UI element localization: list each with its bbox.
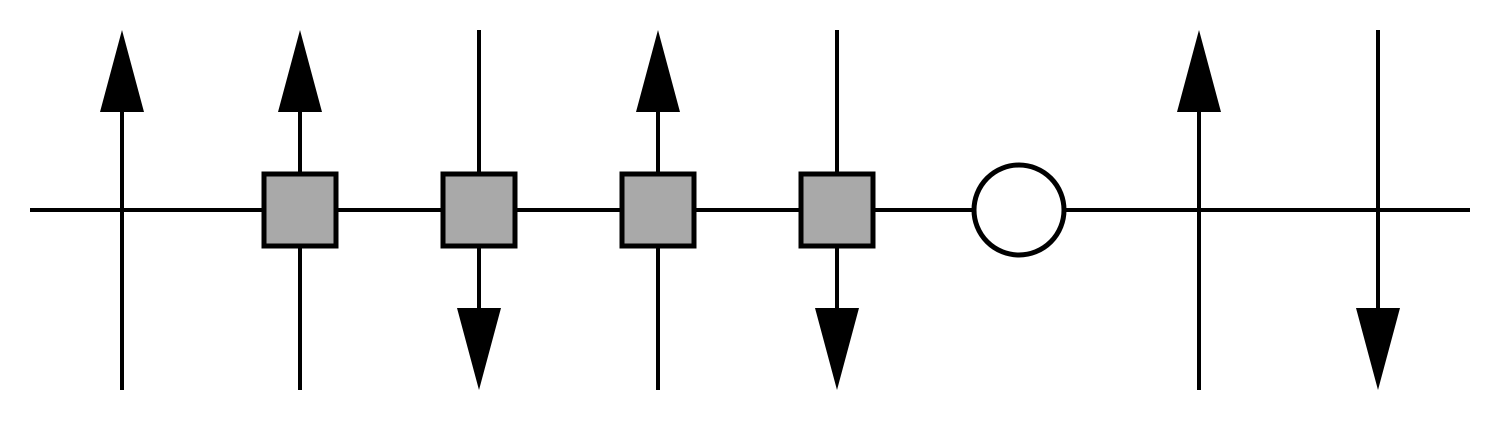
arrow-up-7 xyxy=(1177,30,1221,112)
square-node-5 xyxy=(798,171,876,249)
square-node-3 xyxy=(440,171,518,249)
arrow-down-5 xyxy=(815,308,859,390)
arrow-up-4 xyxy=(636,30,680,112)
circle-node-6 xyxy=(971,162,1067,258)
square-node-2 xyxy=(261,171,339,249)
square-node-4 xyxy=(619,171,697,249)
arrow-down-8 xyxy=(1356,308,1400,390)
diagram-layer xyxy=(30,30,1470,390)
arrow-up-2 xyxy=(278,30,322,112)
arrow-up-1 xyxy=(100,30,144,112)
arrow-down-3 xyxy=(457,308,501,390)
